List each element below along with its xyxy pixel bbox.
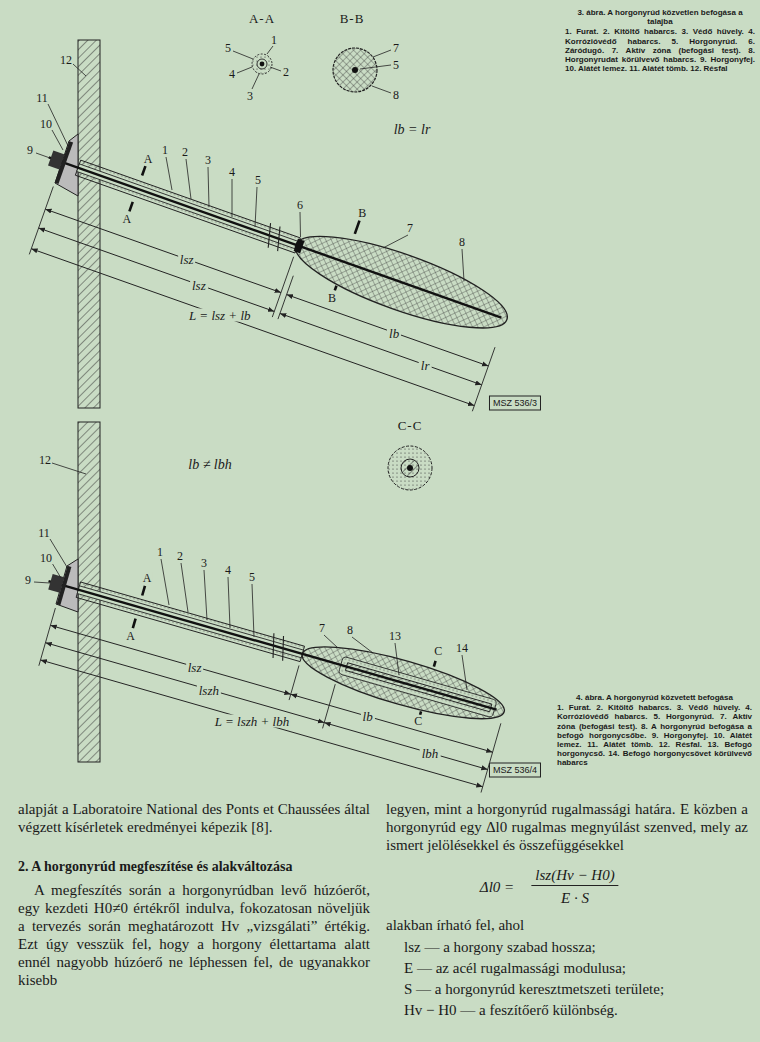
body-text: S — a horgonyrúd keresztmetszeti terület…	[404, 980, 748, 998]
callout-number: 3	[204, 154, 212, 166]
section-a-a	[252, 54, 272, 74]
callout-number: 10	[39, 118, 53, 130]
body-text: Hv − H0 — a feszítőerő különbség.	[404, 1001, 748, 1019]
dimension-label: lsz	[190, 278, 208, 291]
dimension-label: L = lszh + lbh	[213, 714, 291, 727]
dimension-label: L = lsz + lb	[187, 309, 252, 322]
formula-part: lsz(Hv − H0)	[531, 868, 618, 886]
callout-number: 2	[181, 146, 189, 158]
callout-number: A	[125, 630, 136, 642]
callout-number: 4	[224, 564, 232, 576]
callout-number: B	[327, 292, 337, 304]
dimension-label: lszh	[197, 683, 221, 696]
body-text: alakban írható fel, ahol	[386, 916, 748, 934]
callout-number: 4	[228, 68, 236, 80]
callout-number: 13	[388, 630, 402, 642]
section-label: B-B	[340, 12, 365, 25]
callout-number: 8	[346, 624, 354, 636]
dimension-label: lr	[419, 358, 432, 371]
dimension-label: lb	[387, 326, 401, 339]
dimension-label: lb	[361, 710, 375, 723]
callout-number: 3	[246, 90, 254, 102]
caption-heading: 3. ábra. A horgonyrúd közvetlen befogása…	[565, 8, 755, 26]
callout-number: 7	[406, 222, 414, 234]
callout-number: 9	[24, 574, 32, 586]
callout-number: 7	[318, 622, 326, 634]
callout-number: A	[121, 213, 132, 225]
callout-number: C	[433, 645, 443, 657]
standard-number: MSZ 536/3	[489, 396, 541, 411]
anchor-indirect	[25, 552, 512, 792]
callout-number: 1	[270, 34, 278, 46]
section-b-b	[333, 48, 377, 92]
body-text: alapját a Laboratoire National des Ponts…	[18, 800, 370, 836]
callout-number: 6	[296, 199, 304, 211]
leader-lines	[34, 463, 467, 690]
callout-number: 3	[200, 557, 208, 569]
callout-number: 8	[458, 236, 466, 248]
callout-number: 5	[392, 59, 400, 71]
leader-lines	[36, 46, 464, 281]
callout-number: 1	[156, 546, 164, 558]
body-text: A megfeszítés során a horgonyrúdban levő…	[18, 881, 370, 989]
caption-text: 1. Furat. 2. Kitöltő habarcs. 3. Védő hü…	[557, 703, 752, 767]
callout-number: C	[413, 715, 423, 727]
callout-number: 11	[37, 527, 51, 539]
callout-number: 14	[455, 642, 469, 654]
dimension-label: lsz	[178, 253, 196, 266]
callout-number: 4	[228, 166, 236, 178]
callout-number: 9	[26, 144, 34, 156]
body-text: lsz — a horgony szabad hossza;	[404, 938, 748, 956]
callout-number: 2	[176, 550, 184, 562]
callout-number: A	[143, 153, 154, 165]
callout-number: 5	[224, 42, 232, 54]
diaphragm-wall	[78, 40, 100, 408]
body-text: E — az acél rugalmassági modulusa;	[404, 959, 748, 977]
relation-note: lb = lr	[394, 123, 431, 137]
callout-number: 12	[38, 454, 52, 466]
section-heading: 2. A horgonyrúd megfeszítése és alakvált…	[18, 858, 370, 876]
callout-number: 5	[254, 174, 262, 186]
standard-number: MSZ 536/4	[489, 763, 541, 778]
callout-number: B	[357, 207, 367, 219]
callout-number: 7	[392, 42, 400, 54]
section-c-c	[388, 446, 432, 490]
relation-note: lb ≠ lbh	[188, 458, 231, 472]
section-label: C-C	[398, 419, 423, 432]
callout-number: 1	[161, 144, 169, 156]
callout-number: 8	[392, 89, 400, 101]
body-text: legyen, mint a horgonyrúd rugalmassági h…	[386, 800, 748, 854]
callout-number: 10	[39, 552, 53, 564]
formula-part: E · S	[561, 891, 589, 906]
caption-heading: 4. ábra. A horgonyrúd közvetett befogása	[557, 693, 752, 702]
dimension-label: lsz	[186, 660, 204, 673]
anchor-direct	[16, 116, 522, 412]
callout-number: 12	[59, 54, 73, 66]
dimension-label: lbh	[420, 746, 441, 759]
callout-number: A	[142, 572, 153, 584]
callout-number: 11	[35, 92, 49, 104]
callout-number: 5	[248, 571, 256, 583]
callout-number: 2	[282, 66, 290, 78]
section-label: A-A	[249, 12, 275, 25]
formula-part: Δl0 =	[480, 880, 514, 895]
caption-text: 1. Furat. 2. Kitöltő habarcs. 3. Védő hü…	[565, 27, 755, 73]
